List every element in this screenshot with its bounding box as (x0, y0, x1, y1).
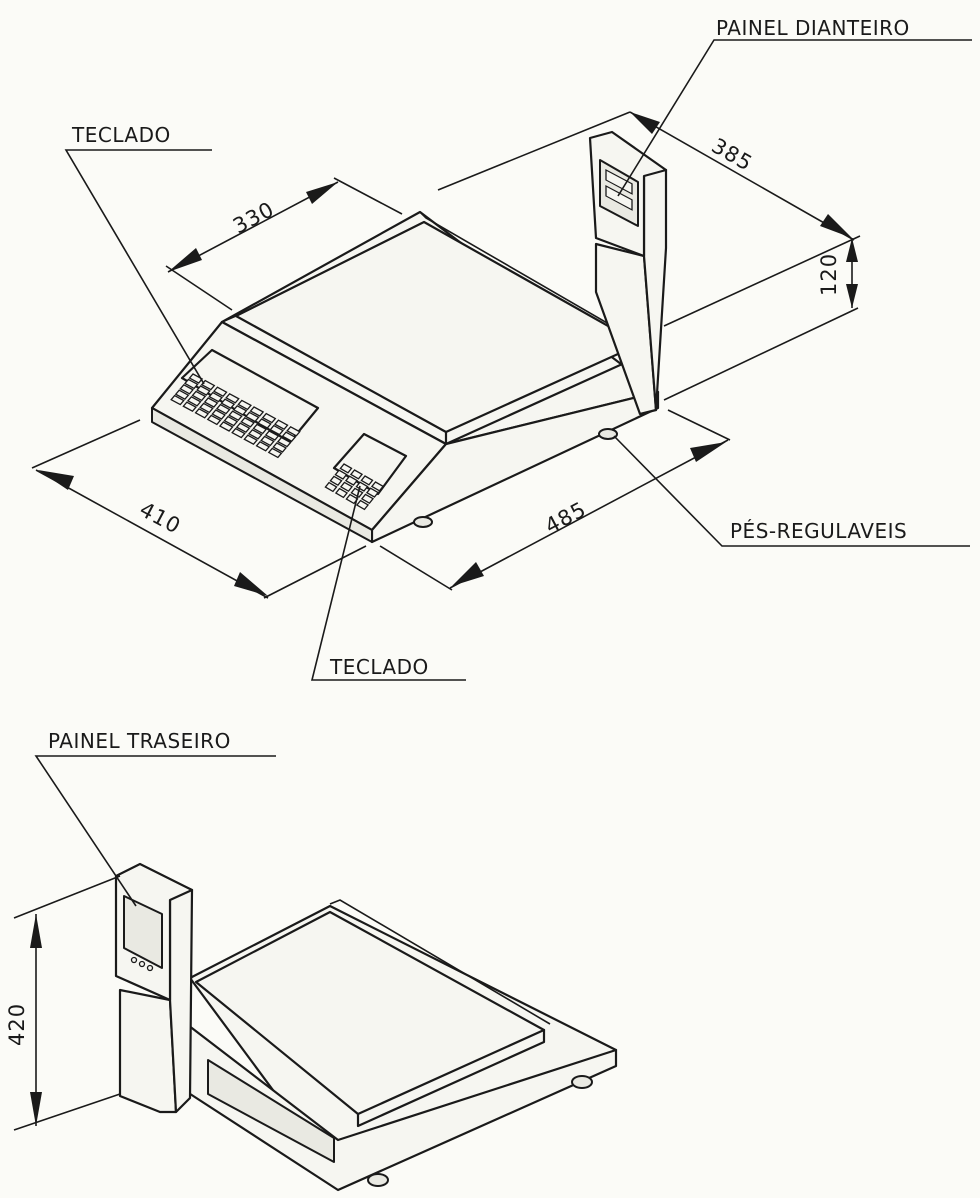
keypad-key (261, 412, 277, 424)
leader-teclado-top (64, 149, 212, 385)
keypad-key (235, 422, 251, 434)
rear-foot (571, 1075, 593, 1089)
keypad-key (257, 418, 272, 429)
keypad-key (252, 423, 268, 435)
front-view-scale (31, 39, 972, 681)
front-foot (413, 516, 433, 528)
keypad-key (334, 487, 349, 499)
keypad-key (247, 428, 263, 440)
leader-painel-dianteiro (617, 39, 972, 197)
keypad-key (225, 392, 240, 404)
dim-410: 410 (136, 497, 185, 538)
keypad-key (218, 421, 234, 432)
front-foot (598, 428, 618, 440)
keypad-key (199, 402, 214, 414)
keypad-key (255, 440, 271, 452)
keypad-key (212, 386, 228, 398)
keypad-key (220, 398, 236, 410)
rear-housing-panel (207, 1059, 335, 1163)
keypad-key (196, 385, 211, 396)
keypad-key (208, 391, 223, 403)
front-platter-rail (419, 211, 641, 343)
keypad-key (355, 481, 369, 492)
leader-pes-regulaveis (613, 435, 970, 547)
keypad-key (344, 475, 359, 486)
keypad-key (174, 389, 190, 401)
keypad-key (211, 409, 226, 420)
keypad-key (188, 373, 204, 384)
keypad-key (324, 481, 338, 493)
keypad-key (365, 487, 380, 498)
keyboard-numeric (324, 432, 408, 511)
keypad-key (272, 442, 287, 453)
keypad-key (244, 411, 260, 423)
keypad-key (360, 493, 375, 505)
keypad-key (228, 410, 243, 422)
keypad-key (243, 434, 258, 446)
keypad-key (334, 469, 348, 480)
rear-foot (367, 1173, 389, 1187)
label-pes-regulaveis: PÉS-REGULAVEIS (730, 519, 907, 543)
rear-display-pole (118, 988, 178, 1114)
label-teclado-top: TECLADO (71, 123, 171, 147)
keypad-key (339, 481, 354, 493)
keypad-key (206, 414, 222, 426)
dim-485: 485 (541, 497, 590, 538)
label-painel-dianteiro: PAINEL DIANTEIRO (716, 16, 910, 40)
keypad-key (194, 407, 210, 419)
keyboard-main (170, 348, 320, 459)
keypad-key (179, 383, 194, 395)
keypad-key (223, 415, 239, 427)
keypad-key (286, 425, 301, 437)
keypad-key (355, 499, 370, 511)
keypad-key (260, 435, 275, 447)
keypad-key (232, 404, 248, 416)
keypad-key (203, 397, 219, 408)
leader-teclado-bottom (310, 485, 466, 681)
dim-120: 120 (817, 253, 841, 296)
dim-330: 330 (229, 197, 278, 238)
keypad-key (329, 475, 343, 487)
front-platter-rail-left (221, 315, 447, 433)
keypad-key (237, 399, 252, 411)
keypad-key (370, 481, 385, 492)
keypad-key (273, 419, 289, 431)
rear-display-side (168, 878, 194, 1114)
keypad-key (264, 430, 280, 441)
keypad-key (281, 431, 297, 443)
keypad-key (231, 427, 246, 439)
dim-420: 420 (5, 1003, 29, 1046)
front-base-strip (151, 407, 373, 543)
keypad-key (339, 463, 353, 474)
keypad-key (240, 416, 255, 428)
keypad-key (345, 493, 359, 505)
keypad-key (249, 406, 265, 417)
keypad-key (170, 394, 185, 406)
keypad-key (360, 475, 374, 486)
keypad-key (215, 403, 231, 415)
label-painel-traseiro: PAINEL TRASEIRO (48, 729, 231, 753)
leader-painel-traseiro (34, 755, 276, 907)
keypad-key (276, 436, 292, 448)
label-teclado-bottom: TECLADO (329, 655, 429, 679)
keypad-key (183, 378, 199, 390)
keypad-key (182, 401, 197, 413)
keypad-key (186, 395, 202, 407)
rear-view-scale (13, 755, 618, 1192)
keypad-key (269, 424, 284, 436)
keypad-key (350, 487, 364, 499)
rear-display-screen (123, 895, 163, 969)
keypad-key (267, 447, 283, 459)
keypad-key (349, 469, 364, 480)
keypad-key (191, 390, 207, 402)
